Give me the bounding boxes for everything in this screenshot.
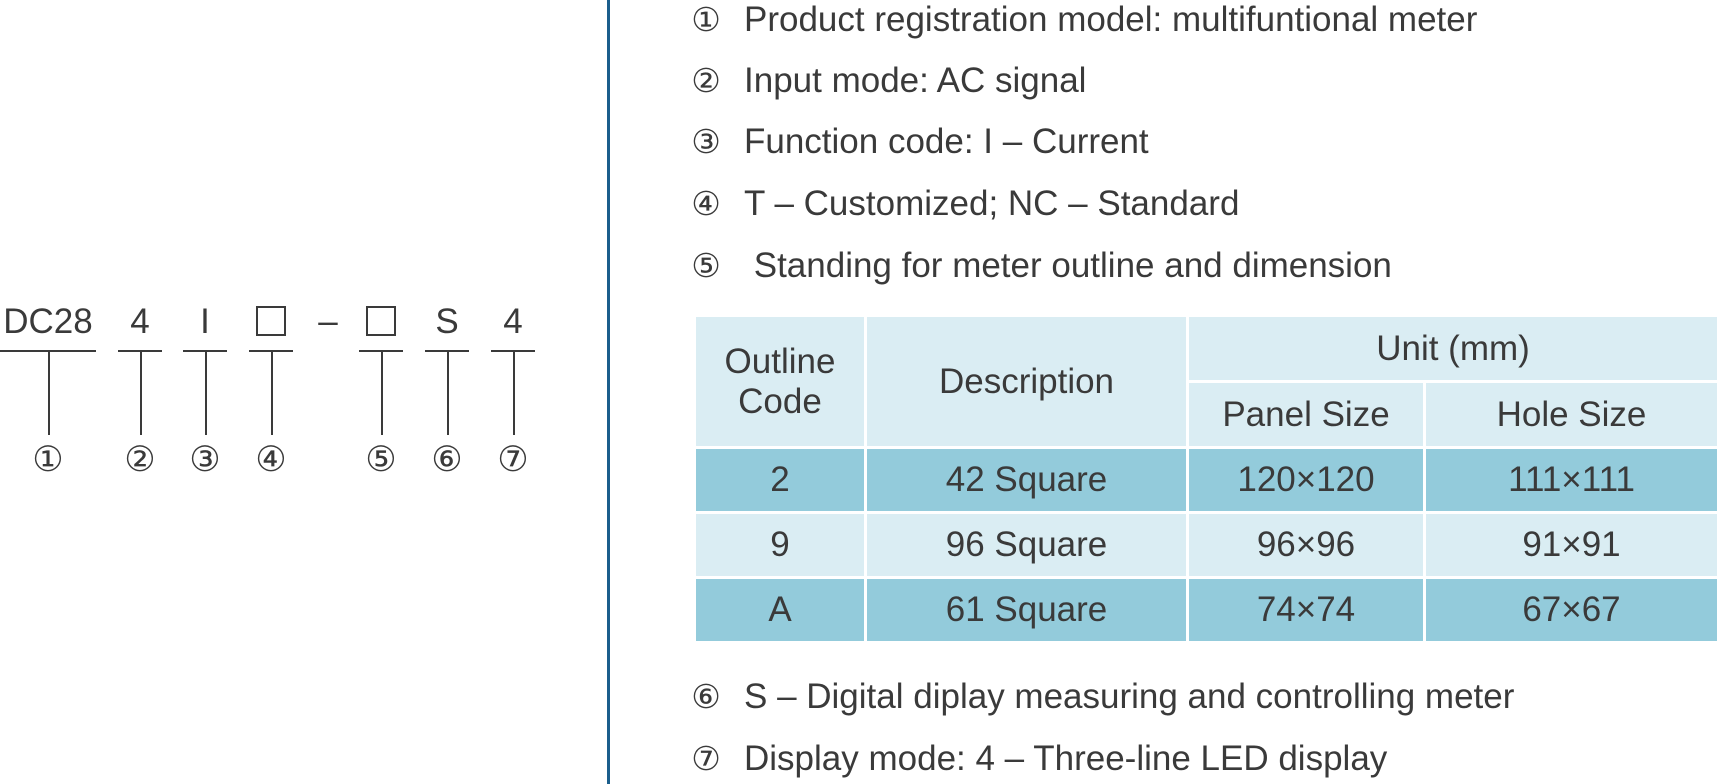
- cell-code: 9: [693, 511, 867, 579]
- blank-box-icon: [366, 305, 396, 336]
- item-text: Display mode: 4 – Three-line LED display: [744, 739, 1388, 778]
- header-outline-code: Outline Code: [693, 314, 867, 449]
- list-item: ⑥ S – Digital diplay measuring and contr…: [684, 674, 1684, 720]
- cell-hole-size: 91×91: [1423, 511, 1719, 579]
- cell-hole-size: 67×67: [1423, 576, 1719, 644]
- cell-description: 42 Square: [864, 446, 1189, 514]
- segment-stem: [48, 351, 50, 435]
- cell-code: A: [693, 576, 867, 644]
- cell-panel-size: 74×74: [1186, 576, 1426, 644]
- header-panel-size: Panel Size: [1186, 380, 1426, 449]
- header-unit: Unit (mm): [1186, 314, 1719, 383]
- item-marker: ⑤: [691, 246, 721, 285]
- vertical-divider: [607, 0, 610, 784]
- item-marker: ⑥: [691, 677, 721, 716]
- code-separator: –: [318, 302, 338, 341]
- item-marker: ④: [691, 184, 721, 223]
- item-text: Product registration model: multifuntion…: [744, 0, 1478, 39]
- cell-panel-size: 120×120: [1186, 446, 1426, 514]
- segment-stem: [447, 351, 449, 435]
- cell-hole-size: 111×111: [1423, 446, 1719, 514]
- model-code-diagram: DC28 ① 4 ② I ③ ④ – ⑤ S ⑥ 4 ⑦: [0, 0, 600, 784]
- table-row: 9 96 Square 96×96 91×91: [693, 511, 1719, 579]
- cell-code: 2: [693, 446, 867, 514]
- segment-stem: [271, 351, 273, 435]
- segment-number: ④: [255, 440, 287, 480]
- outline-dimension-table: Outline Code Description Unit (mm) Panel…: [693, 314, 1719, 644]
- cell-description: 61 Square: [864, 576, 1189, 644]
- code-segment-box: [359, 300, 403, 344]
- segment-number: ③: [189, 440, 221, 480]
- code-segment-text: S: [435, 302, 459, 341]
- item-marker: ③: [691, 122, 721, 161]
- cell-description: 96 Square: [864, 511, 1189, 579]
- item-marker: ①: [691, 0, 721, 39]
- list-item: ① Product registration model: multifunti…: [684, 0, 1684, 43]
- item-text: Function code: I – Current: [744, 122, 1149, 161]
- code-segment-text: 4: [503, 302, 523, 341]
- list-item: ② Input mode: AC signal: [684, 58, 1684, 104]
- segment-stem: [140, 351, 142, 435]
- segment-number: ⑥: [431, 440, 463, 480]
- cell-panel-size: 96×96: [1186, 511, 1426, 579]
- segment-stem: [205, 351, 207, 435]
- table-row: A 61 Square 74×74 67×67: [693, 576, 1719, 644]
- segment-number: ⑦: [497, 440, 529, 480]
- item-text: S – Digital diplay measuring and control…: [744, 677, 1515, 716]
- list-item: ⑤ Standing for meter outline and dimensi…: [684, 243, 1684, 289]
- item-marker: ②: [691, 61, 721, 100]
- code-segment-text: DC28: [3, 302, 93, 341]
- list-item: ④ T – Customized; NC – Standard: [684, 181, 1684, 227]
- list-item: ③ Function code: I – Current: [684, 119, 1684, 165]
- segment-number: ②: [124, 440, 156, 480]
- header-outline-code-line1: Outline: [724, 341, 836, 381]
- code-segment-box: [249, 300, 293, 344]
- item-marker: ⑦: [691, 739, 721, 778]
- item-text: Standing for meter outline and dimension: [744, 246, 1392, 285]
- segment-stem: [513, 351, 515, 435]
- segment-number: ⑤: [365, 440, 397, 480]
- header-description: Description: [864, 314, 1189, 449]
- header-hole-size: Hole Size: [1423, 380, 1719, 449]
- blank-box-icon: [256, 305, 286, 336]
- code-segment-text: I: [200, 302, 210, 341]
- table-row: 2 42 Square 120×120 111×111: [693, 446, 1719, 514]
- segment-stem: [381, 351, 383, 435]
- header-outline-code-line2: Code: [738, 381, 822, 421]
- item-text: Input mode: AC signal: [744, 61, 1087, 100]
- item-text: T – Customized; NC – Standard: [744, 184, 1240, 223]
- code-segment-text: 4: [130, 302, 150, 341]
- segment-number: ①: [32, 440, 64, 480]
- list-item: ⑦ Display mode: 4 – Three-line LED displ…: [684, 736, 1684, 782]
